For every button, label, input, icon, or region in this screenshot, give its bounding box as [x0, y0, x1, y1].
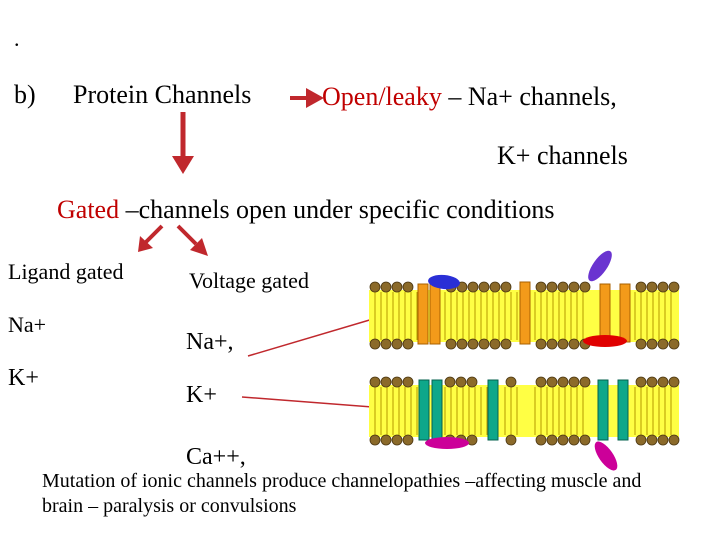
- gated-line: Gated –channels open under specific cond…: [57, 197, 554, 223]
- voltage-k-item: K+: [186, 382, 217, 408]
- magenta-gate-open: [594, 441, 618, 471]
- channelopathy-note: Mutation of ionic channels produce chann…: [42, 470, 642, 517]
- gated-label: Gated: [57, 195, 120, 224]
- ligand-k-item: K+: [8, 365, 39, 391]
- ligand-gated-heading: Ligand gated: [8, 259, 124, 284]
- arrow-to-ligand-gated: [138, 224, 164, 252]
- open-leaky-na: – Na+ channels,: [441, 82, 617, 111]
- open-leaky-k: K+ channels: [497, 141, 628, 170]
- magenta-gate: [425, 437, 469, 449]
- section-letter: b): [14, 80, 36, 109]
- voltage-na-item: Na+,: [186, 329, 234, 355]
- arrow-to-open-leaky: [290, 88, 324, 108]
- membrane-lower: [369, 376, 680, 446]
- gated-description: –channels open under specific conditions: [119, 195, 555, 224]
- red-gate: [583, 335, 627, 347]
- voltage-gated-heading: Voltage gated: [189, 268, 309, 293]
- blue-gate: [428, 274, 460, 290]
- protein-channels-heading: Protein Channels: [73, 80, 252, 109]
- ligand-na-item: Na+: [8, 312, 47, 337]
- arrow-to-gated: [172, 112, 194, 174]
- arrow-to-voltage-gated: [176, 224, 208, 256]
- membrane-upper: [369, 281, 680, 350]
- bullet-dot: .: [14, 26, 20, 51]
- open-leaky-label: Open/leaky: [322, 82, 442, 111]
- open-leaky-line: Open/leaky – Na+ channels,: [322, 84, 617, 110]
- voltage-ca-item: Ca++,: [186, 444, 246, 470]
- purple-gate: [588, 250, 612, 282]
